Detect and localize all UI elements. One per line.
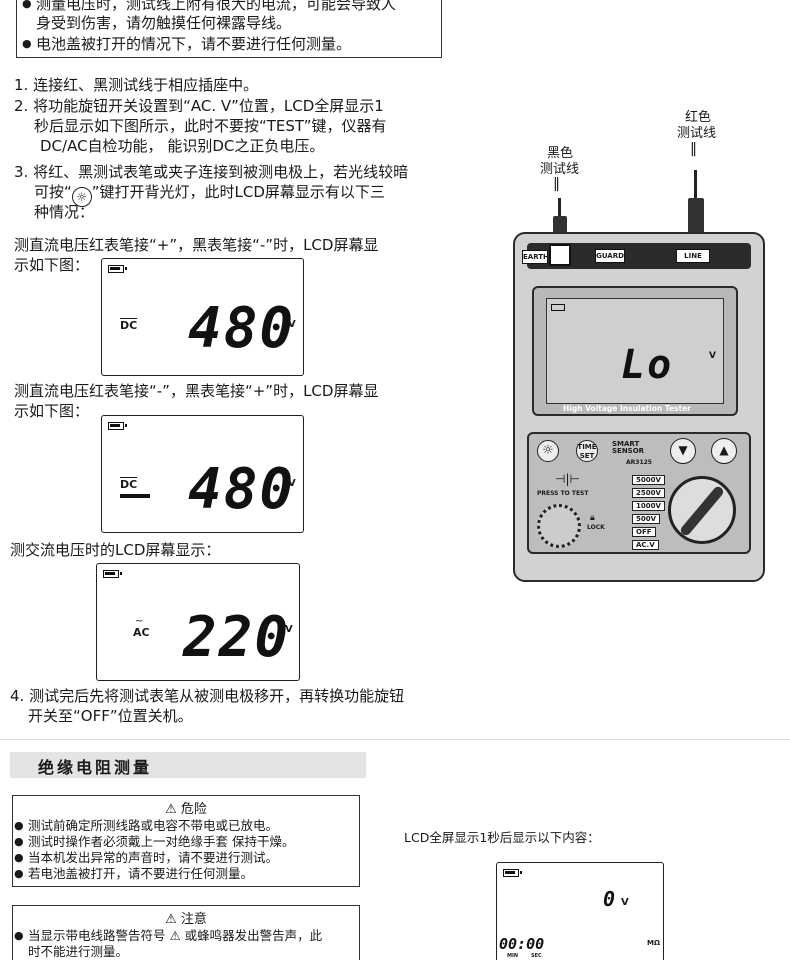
lcd-value: 220 bbox=[183, 605, 291, 670]
case-3-line: 测交流电压时的LCD屏幕显示： bbox=[10, 541, 221, 559]
backlight-icon: ☼ bbox=[71, 187, 92, 207]
jack-line: LINE bbox=[676, 249, 710, 263]
range-label: 500V bbox=[632, 514, 661, 524]
danger-item-4: 若电池盖被打开，请不要进行任何测量。 bbox=[14, 866, 253, 882]
case-1-line-1: 测直流电压红表笔接“+”，黑表笔接“-”时，LCD屏幕显 bbox=[14, 236, 379, 254]
wire-break-black: ‖ bbox=[553, 176, 560, 192]
lcd-sec-label: SEC bbox=[531, 953, 542, 959]
battery-icon bbox=[103, 570, 122, 578]
range-label: 5000V bbox=[632, 475, 665, 485]
lcd-display-ac: AC ~ 220 V bbox=[96, 563, 300, 681]
battery-icon bbox=[108, 265, 127, 273]
lcd-display-insulation: 0 V 00:00 MIN SEC MΩ bbox=[496, 862, 664, 960]
function-rotary-switch[interactable] bbox=[668, 476, 736, 544]
backlight-button[interactable]: ☼ bbox=[537, 440, 559, 462]
lcd-display-dc-negative: DC 480 V bbox=[101, 415, 304, 533]
up-button[interactable]: ▲ bbox=[711, 438, 737, 464]
red-plug bbox=[688, 198, 704, 234]
device-lcd-value: Lo bbox=[621, 342, 674, 388]
step-3-line-3: 种情况： bbox=[34, 203, 95, 221]
down-button[interactable]: ▼ bbox=[670, 438, 696, 464]
caution-title: ⚠ 注意 bbox=[165, 912, 207, 927]
divider bbox=[0, 739, 790, 740]
section-header: 绝缘电阻测量 bbox=[10, 752, 366, 778]
section-title: 绝缘电阻测量 bbox=[38, 758, 153, 777]
label-red-lead-2: 测试线 bbox=[677, 126, 717, 141]
step-1: 1. 连接红、黑测试线于相应插座中。 bbox=[14, 76, 259, 94]
wire-break-red: ‖ bbox=[690, 141, 697, 157]
rotary-pointer bbox=[678, 484, 726, 538]
lcd-negative-sign bbox=[120, 494, 150, 498]
lcd-mode: DC bbox=[120, 319, 138, 332]
danger-item-2: 测试时操作者必须戴上一对绝缘手套 保持干燥。 bbox=[14, 834, 295, 850]
danger-box: ⚠ 危险 bbox=[12, 795, 360, 887]
battery-icon bbox=[503, 869, 522, 877]
case-2-line-1: 测直流电压红表笔接“-”，黑表笔接“+”时，LCD屏幕显 bbox=[14, 382, 379, 400]
step-3-line-1: 3. 将红、黑测试表笔或夹子连接到被测电极上，若光线较暗 bbox=[14, 163, 409, 181]
warning-box-top bbox=[16, 0, 442, 58]
lcd-timer: 00:00 bbox=[499, 935, 545, 953]
range-label: AC.V bbox=[632, 540, 659, 550]
caution-line-2: 时不能进行测量。 bbox=[28, 944, 129, 959]
device-lcd: Lo V bbox=[546, 298, 724, 404]
test-button[interactable] bbox=[537, 504, 581, 548]
range-label: 2500V bbox=[632, 488, 665, 498]
brand-line-1: SMART bbox=[612, 440, 640, 448]
case-1-line-2: 示如下图： bbox=[14, 256, 90, 274]
step-2-line-1: 2. 将功能旋钮开关设置到“AC. V”位置，LCD全屏显示1 bbox=[14, 97, 384, 115]
lock-label: LOCK bbox=[587, 524, 605, 531]
lcd-unit: V bbox=[288, 319, 296, 330]
step-3-line-2: 可按“☼”键打开背光灯，此时LCD屏幕显示有以下三 bbox=[34, 182, 385, 207]
label-black-lead-2: 测试线 bbox=[540, 162, 580, 177]
lcd-full-caption: LCD全屏显示1秒后显示以下内容： bbox=[404, 830, 600, 845]
jack-earth: EARTH bbox=[522, 250, 549, 264]
battery-icon bbox=[551, 304, 565, 311]
earth-socket bbox=[549, 244, 571, 266]
warning-line-1: 测量电压时，测试线上附有很大的电流，可能会导致人 bbox=[22, 0, 396, 14]
lcd-mode: DC bbox=[120, 478, 138, 491]
device-lcd-unit: V bbox=[709, 351, 716, 361]
press-to-test-label: PRESS TO TEST bbox=[537, 490, 589, 497]
ac-wave-icon: ~ bbox=[135, 616, 144, 627]
lcd-unit: V bbox=[288, 478, 296, 489]
jack-guard: GUARD bbox=[595, 249, 625, 263]
range-label: 1000V bbox=[632, 501, 665, 511]
lcd-value: 480 bbox=[188, 457, 296, 522]
label-red-lead-1: 红色 bbox=[685, 110, 712, 125]
range-label: OFF bbox=[632, 527, 656, 537]
step-2-line-2: 秒后显示如下图所示，此时不要按“TEST”键，仪器有 bbox=[34, 117, 387, 135]
step-4-line-1: 4. 测试完后先将测试表笔从被测电极移开，再转换功能旋钮 bbox=[10, 687, 405, 705]
warning-line-2: 身受到伤害，请勿触摸任何裸露导线。 bbox=[36, 14, 292, 32]
label-black-lead-1: 黑色 bbox=[547, 146, 574, 161]
danger-item-3: 当本机发出异常的声音时，请不要进行测试。 bbox=[14, 850, 278, 866]
lcd-min-label: MIN bbox=[507, 953, 519, 959]
device-caption: High Voltage Insulation Tester bbox=[563, 404, 691, 413]
brand-line-2: SENSOR bbox=[612, 447, 645, 455]
lcd-value: 480 bbox=[188, 296, 296, 361]
danger-title: ⚠ 危险 bbox=[165, 802, 207, 817]
model-number: AR3125 bbox=[626, 459, 652, 466]
time-set-button[interactable]: TIME SET bbox=[576, 440, 598, 462]
warning-line-3: 电池盖被打开的情况下，请不要进行任何测量。 bbox=[22, 34, 351, 54]
lcd-unit: V bbox=[285, 624, 293, 635]
case-2-line-2: 示如下图： bbox=[14, 402, 90, 420]
lcd-mode: AC bbox=[133, 626, 150, 639]
step-4-line-2: 开关至“OFF”位置关机。 bbox=[28, 707, 193, 725]
lock-icon: 🔒︎ bbox=[590, 513, 595, 523]
caution-box: ⚠ 注意 bbox=[12, 905, 360, 960]
step-2-line-3: DC/AC自检功能， 能识别DC之正负电压。 bbox=[40, 137, 325, 155]
step-3-line-2-post: ”键打开背光灯，此时LCD屏幕显示有以下三 bbox=[91, 183, 385, 201]
step-3-line-2-pre: 可按“ bbox=[34, 183, 72, 201]
lcd-value: 0 bbox=[603, 887, 618, 911]
caution-line-1: 当显示带电线路警告符号 ⚠ 或蜂鸣器发出警告声，此 bbox=[14, 928, 322, 944]
lcd-display-dc-positive: DC 480 V bbox=[101, 258, 304, 376]
danger-item-1: 测试前确定所测线路或电容不带电或已放电。 bbox=[14, 818, 278, 834]
lcd-unit: V bbox=[621, 897, 629, 908]
test-symbol-icon: ⊣|⊢ bbox=[555, 472, 580, 486]
brand-logo: SMART SENSOR bbox=[612, 441, 644, 455]
battery-icon bbox=[108, 422, 127, 430]
lcd-ohm-unit: MΩ bbox=[647, 939, 660, 947]
